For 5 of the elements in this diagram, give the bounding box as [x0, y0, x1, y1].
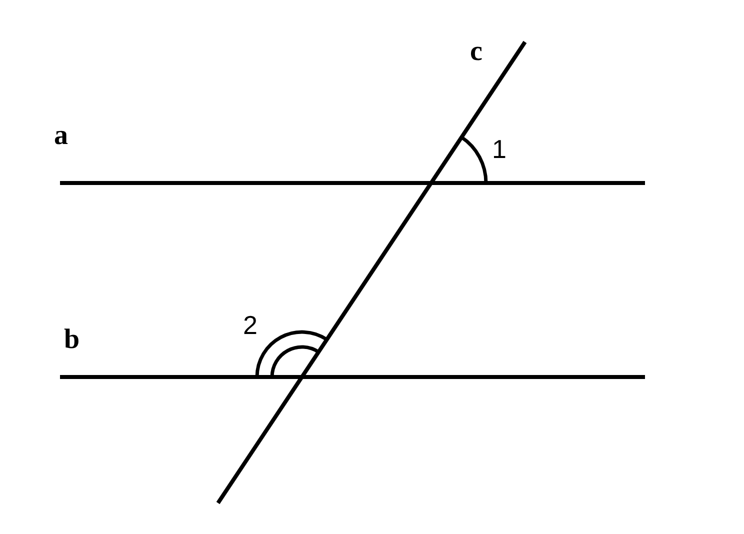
line-label: c	[470, 38, 482, 66]
line-label: b	[64, 326, 80, 354]
angle-label: 1	[492, 136, 506, 162]
line-label: a	[54, 122, 68, 150]
angle-label: 2	[243, 312, 258, 338]
